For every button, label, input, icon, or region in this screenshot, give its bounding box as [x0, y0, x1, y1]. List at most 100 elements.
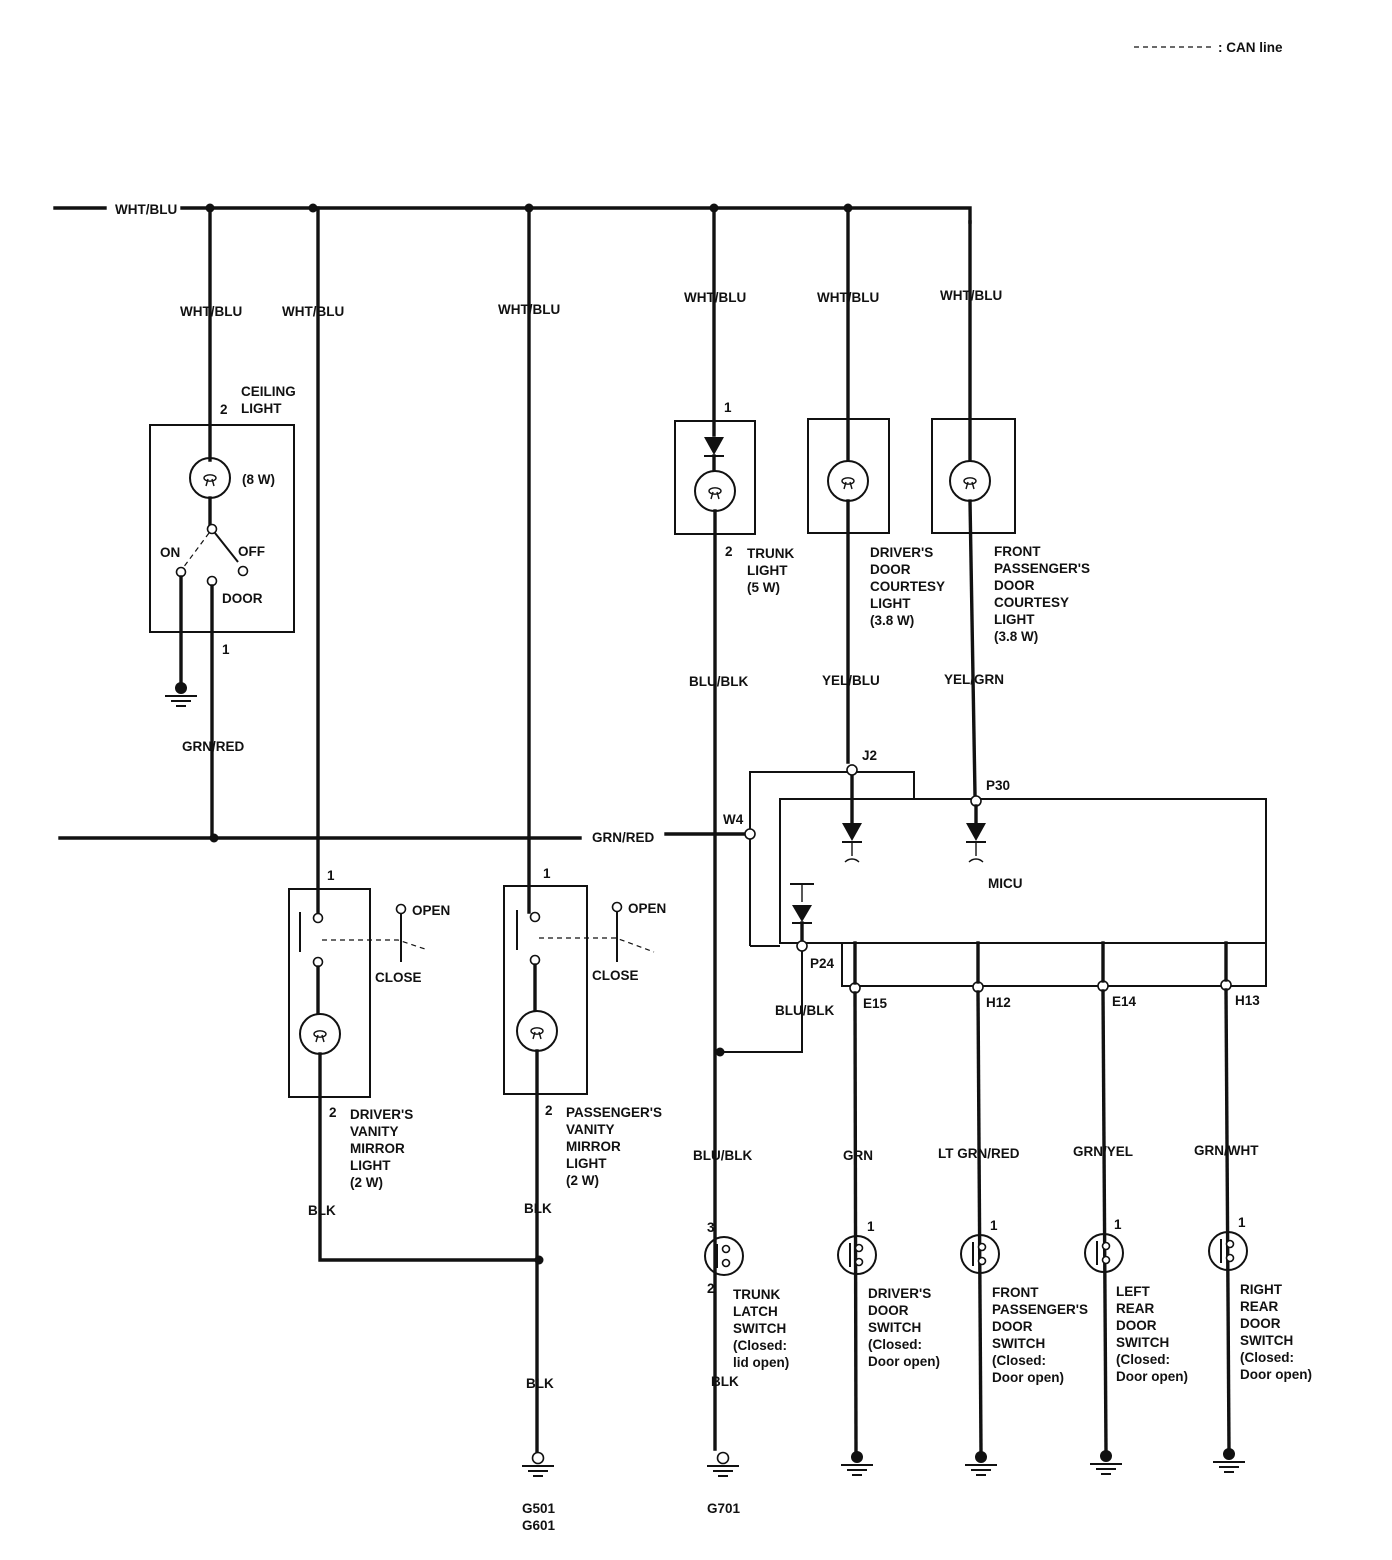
ceiling-light-circuit: WHT/BLU CEILING LIGHT 2 (8 W) ON OFF DOO… [149, 206, 296, 840]
wire-label-driver-door-switch: GRN [843, 1148, 873, 1163]
left-rear-door-switch-name-5: (Closed: [1116, 1352, 1170, 1367]
micu-terminal-p30: P30 [986, 778, 1010, 793]
wire-label-micu-p24: BLU/BLK [775, 1003, 834, 1018]
passenger-vanity-name-4: LIGHT [566, 1156, 607, 1171]
front-passenger-door-switch-name-1: FRONT [992, 1285, 1039, 1300]
trunk-latch-name-2: LATCH [733, 1304, 778, 1319]
passenger-vanity-pin-top: 1 [543, 866, 551, 881]
left-rear-door-switch-name-6: Door open) [1116, 1369, 1188, 1384]
driver-courtesy-name-3: COURTESY [870, 579, 945, 594]
passenger-vanity-name-5: (2 W) [566, 1173, 599, 1188]
driver-door-switch-name-5: Door open) [868, 1354, 940, 1369]
driver-vanity-name-1: DRIVER'S [350, 1107, 413, 1122]
passenger-courtesy-name-1: FRONT [994, 544, 1041, 559]
passenger-vanity-pin-bottom: 2 [545, 1103, 553, 1118]
ceiling-light-name-line2: LIGHT [241, 401, 282, 416]
ceiling-light-pin-top: 2 [220, 402, 228, 417]
micu-terminal-e15: E15 [863, 996, 888, 1011]
driver-door-switch-name-4: (Closed: [868, 1337, 922, 1352]
trunk-light-pin-top: 1 [724, 400, 732, 415]
right-rear-door-switch-name-5: (Closed: [1240, 1350, 1294, 1365]
left-rear-door-switch-pin: 1 [1114, 1217, 1122, 1232]
right-rear-door-switch-name-2: REAR [1240, 1299, 1279, 1314]
ceiling-light-pin-bottom: 1 [222, 642, 230, 657]
right-rear-door-switch-name-1: RIGHT [1240, 1282, 1283, 1297]
left-rear-door-switch-name-4: SWITCH [1116, 1335, 1169, 1350]
driver-vanity-box [288, 888, 371, 1098]
driver-door-switch-circuit: GRN 1 DRIVER'S DOOR SWITCH (Closed: Door… [837, 991, 940, 1476]
wire-label-ceiling-out: GRN/RED [182, 739, 245, 754]
main-feed-wire: WHT/BLU [53, 202, 972, 224]
driver-vanity-name-4: LIGHT [350, 1158, 391, 1173]
passenger-courtesy-name-4: COURTESY [994, 595, 1069, 610]
front-passenger-door-switch-name-3: DOOR [992, 1319, 1033, 1334]
legend-can-line: : CAN line [1218, 40, 1283, 55]
front-passenger-door-switch-name-6: Door open) [992, 1370, 1064, 1385]
driver-courtesy-name-5: (3.8 W) [870, 613, 914, 628]
passenger-vanity-box [503, 885, 588, 1095]
micu-terminal-h13: H13 [1235, 993, 1260, 1008]
wire-label-driver-courtesy-out: YEL/BLU [822, 673, 880, 688]
driver-vanity-open: OPEN [412, 903, 450, 918]
driver-courtesy-name-1: DRIVER'S [870, 545, 933, 560]
micu-label: MICU [988, 876, 1023, 891]
wire-label-trunk-out: BLU/BLK [689, 674, 748, 689]
micu-terminal-p24: P24 [810, 956, 835, 971]
trunk-light-pin-bottom: 2 [725, 544, 733, 559]
trunk-latch-pin-bottom: 2 [707, 1281, 715, 1296]
micu-terminal-w4: W4 [723, 812, 744, 827]
trunk-latch-name-4: (Closed: [733, 1338, 787, 1353]
ground-label-vanity-2: G601 [522, 1518, 556, 1533]
micu-terminal-j2: J2 [862, 748, 877, 763]
trunk-latch-switch-circuit: BLU/BLK 3 2 TRUNK LATCH SWITCH (Closed: … [693, 1148, 789, 1516]
ceiling-light-name-line1: CEILING [241, 384, 296, 399]
trunk-light-name-2: LIGHT [747, 563, 788, 578]
front-passenger-door-switch-name-4: SWITCH [992, 1336, 1045, 1351]
passenger-vanity-name-3: MIRROR [566, 1139, 621, 1154]
wire-label-right-rear-door-switch: GRN/WHT [1194, 1143, 1259, 1158]
trunk-light-name-1: TRUNK [747, 546, 794, 561]
wire-label-driver-vanity-feed: WHT/BLU [282, 304, 344, 319]
driver-vanity-pin-bottom: 2 [329, 1105, 337, 1120]
wire-label-trunk-latch-in: BLU/BLK [693, 1148, 752, 1163]
passenger-courtesy-name-3: DOOR [994, 578, 1035, 593]
micu-terminal-e14: E14 [1112, 994, 1137, 1009]
passenger-courtesy-box [931, 418, 1016, 534]
driver-vanity-name-5: (2 W) [350, 1175, 383, 1190]
driver-door-switch-name-3: SWITCH [868, 1320, 921, 1335]
micu-unit: J2 P30 MICU W4 P24 BLU/BLK E15 H12 E14 H… [720, 748, 1267, 1053]
micu-box [779, 798, 1267, 944]
trunk-latch-pin-top: 3 [707, 1220, 715, 1235]
passenger-vanity-open: OPEN [628, 901, 666, 916]
wire-label-passenger-vanity-feed: WHT/BLU [498, 302, 560, 317]
driver-vanity-light-circuit: WHT/BLU 1 OPEN CLOSE 2 DRIVER'S VANITY M… [282, 206, 542, 1262]
driver-door-switch-pin: 1 [867, 1219, 875, 1234]
passenger-vanity-name-2: VANITY [566, 1122, 615, 1137]
ceiling-light-pos-on: ON [160, 545, 180, 560]
legend: : CAN line [1134, 40, 1283, 55]
wire-label-ceiling-feed: WHT/BLU [180, 304, 242, 319]
wire-label-main-feed: WHT/BLU [115, 202, 177, 217]
passenger-courtesy-name-2: PASSENGER'S [994, 561, 1090, 576]
passenger-vanity-close: CLOSE [592, 968, 639, 983]
passenger-courtesy-name-6: (3.8 W) [994, 629, 1038, 644]
driver-vanity-name-3: MIRROR [350, 1141, 405, 1156]
passenger-courtesy-light-circuit: WHT/BLU FRONT PASSENGER'S DOOR COURTESY … [931, 220, 1090, 797]
micu-terminal-h12: H12 [986, 995, 1011, 1010]
right-rear-door-switch-name-6: Door open) [1240, 1367, 1312, 1382]
right-rear-door-switch-circuit: GRN/WHT 1 RIGHT REAR DOOR SWITCH (Closed… [1194, 988, 1312, 1473]
right-rear-door-switch-name-4: SWITCH [1240, 1333, 1293, 1348]
driver-courtesy-light-circuit: WHT/BLU DRIVER'S DOOR COURTESY LIGHT (3.… [807, 206, 945, 764]
wire-label-left-rear-door-switch: GRN/YEL [1073, 1144, 1133, 1159]
front-passenger-door-switch-name-2: PASSENGER'S [992, 1302, 1088, 1317]
driver-door-switch-name-2: DOOR [868, 1303, 909, 1318]
wire-label-passenger-courtesy-feed: WHT/BLU [940, 288, 1002, 303]
driver-vanity-pin-top: 1 [327, 868, 335, 883]
front-passenger-door-switch-name-5: (Closed: [992, 1353, 1046, 1368]
driver-vanity-name-2: VANITY [350, 1124, 399, 1139]
left-rear-door-switch-name-3: DOOR [1116, 1318, 1157, 1333]
wire-label-trunk-latch-ground: BLK [711, 1374, 739, 1389]
trunk-light-name-3: (5 W) [747, 580, 780, 595]
wire-label-trunk-feed: WHT/BLU [684, 290, 746, 305]
ceiling-light-box [149, 424, 295, 633]
